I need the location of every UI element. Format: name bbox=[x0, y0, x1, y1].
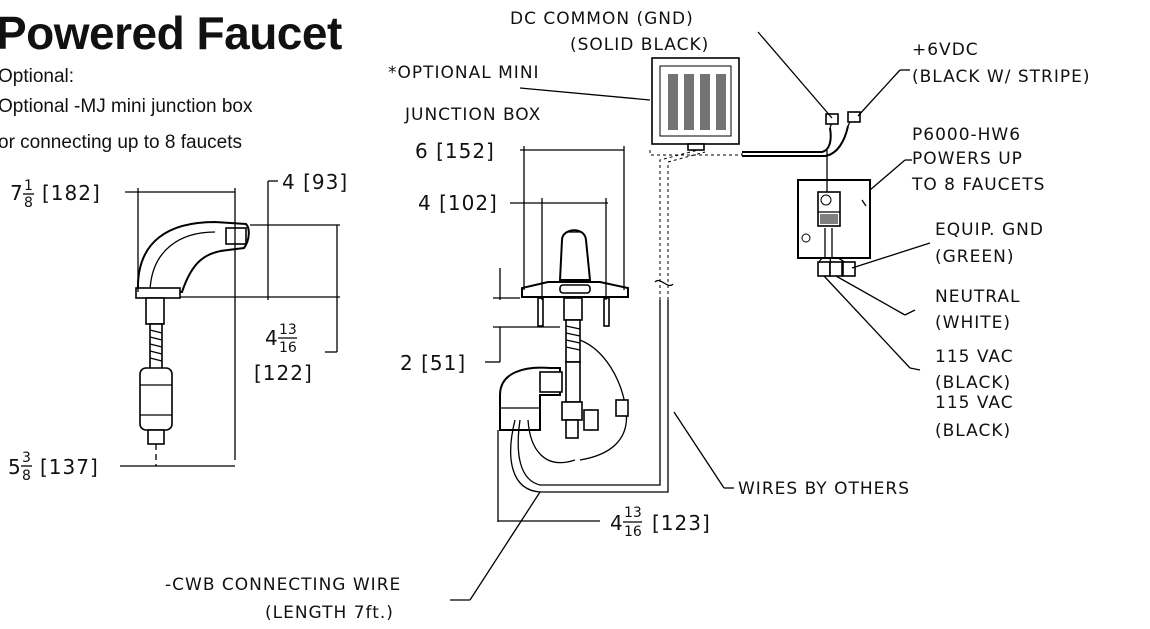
dc-common-label-1: DC COMMON (GND) bbox=[510, 9, 694, 29]
cwb-label-1: -CWB CONNECTING WIRE bbox=[165, 575, 401, 595]
dim-offset-whole: 4 bbox=[610, 511, 624, 535]
dim-height-mm: [182] bbox=[42, 181, 101, 205]
side-view-faucet: 7 1 8 [182] 4 [93] 4 13 16 [122] 5 3 8 [… bbox=[8, 170, 348, 484]
model-label-2: POWERS UP bbox=[912, 149, 1023, 169]
model-label-1: P6000-HW6 bbox=[912, 125, 1021, 145]
mini-box-label-1: *OPTIONAL MINI bbox=[388, 63, 540, 83]
mini-box-label-2: JUNCTION BOX bbox=[404, 105, 541, 125]
neutral-label-1: NEUTRAL bbox=[935, 287, 1021, 307]
optional-label: Optional: bbox=[0, 66, 75, 87]
page-title: Powered Faucet bbox=[0, 7, 342, 59]
neutral-label-2: (WHITE) bbox=[935, 313, 1011, 333]
wires-label: WIRES BY OTHERS bbox=[738, 479, 910, 499]
dim-height-num: 1 bbox=[24, 178, 33, 194]
dim-box-width: 6 [152] bbox=[415, 139, 495, 163]
dim-offset-mm: [123] bbox=[652, 511, 711, 535]
optional-note-line-1: Optional -MJ mini junction box bbox=[0, 96, 253, 117]
dim-shank: 2 [51] bbox=[400, 351, 466, 375]
vac-b-label-1: 115 VAC bbox=[935, 393, 1014, 413]
dim-offset-den: 16 bbox=[624, 524, 642, 540]
plus6-label-1: +6VDC bbox=[912, 40, 979, 60]
dim-reach-whole: 4 bbox=[265, 326, 279, 350]
dim-height-den: 8 bbox=[24, 195, 33, 211]
equip-gnd-label-1: EQUIP. GND bbox=[935, 220, 1044, 240]
dim-body-whole: 5 bbox=[8, 455, 22, 479]
dim-reach-num: 13 bbox=[279, 322, 297, 338]
dim-body-den: 8 bbox=[22, 468, 31, 484]
vac-a-label-2: (BLACK) bbox=[935, 373, 1011, 393]
front-view-faucet: *OPTIONAL MINI JUNCTION BOX bbox=[165, 57, 910, 623]
model-label-3: TO 8 FAUCETS bbox=[911, 175, 1045, 195]
transformer-box bbox=[797, 179, 871, 259]
dim-reach-den: 16 bbox=[279, 340, 297, 356]
vac-b-label-2: (BLACK) bbox=[935, 421, 1011, 441]
plus6-label-2: (BLACK W/ STRIPE) bbox=[912, 67, 1090, 87]
dim-body-num: 3 bbox=[22, 450, 31, 466]
dc-common-label-2: (SOLID BLACK) bbox=[570, 35, 709, 55]
dim-body-mm: [137] bbox=[40, 455, 99, 479]
dim-offset-num: 13 bbox=[624, 505, 642, 521]
dim-reach-mm: [122] bbox=[254, 361, 313, 385]
equip-gnd-label-2: (GREEN) bbox=[935, 247, 1014, 267]
optional-note-line-2: or connecting up to 8 faucets bbox=[0, 132, 242, 153]
power-unit: DC COMMON (GND) (SOLID BLACK) +6VDC (BLA… bbox=[510, 9, 1090, 441]
dim-spout: 4 [93] bbox=[282, 170, 348, 194]
dim-height-whole: 7 bbox=[10, 181, 24, 205]
dim-base-width: 4 [102] bbox=[418, 191, 498, 215]
vac-a-label-1: 115 VAC bbox=[935, 347, 1014, 367]
cwb-label-2: (LENGTH 7ft.) bbox=[265, 603, 394, 623]
